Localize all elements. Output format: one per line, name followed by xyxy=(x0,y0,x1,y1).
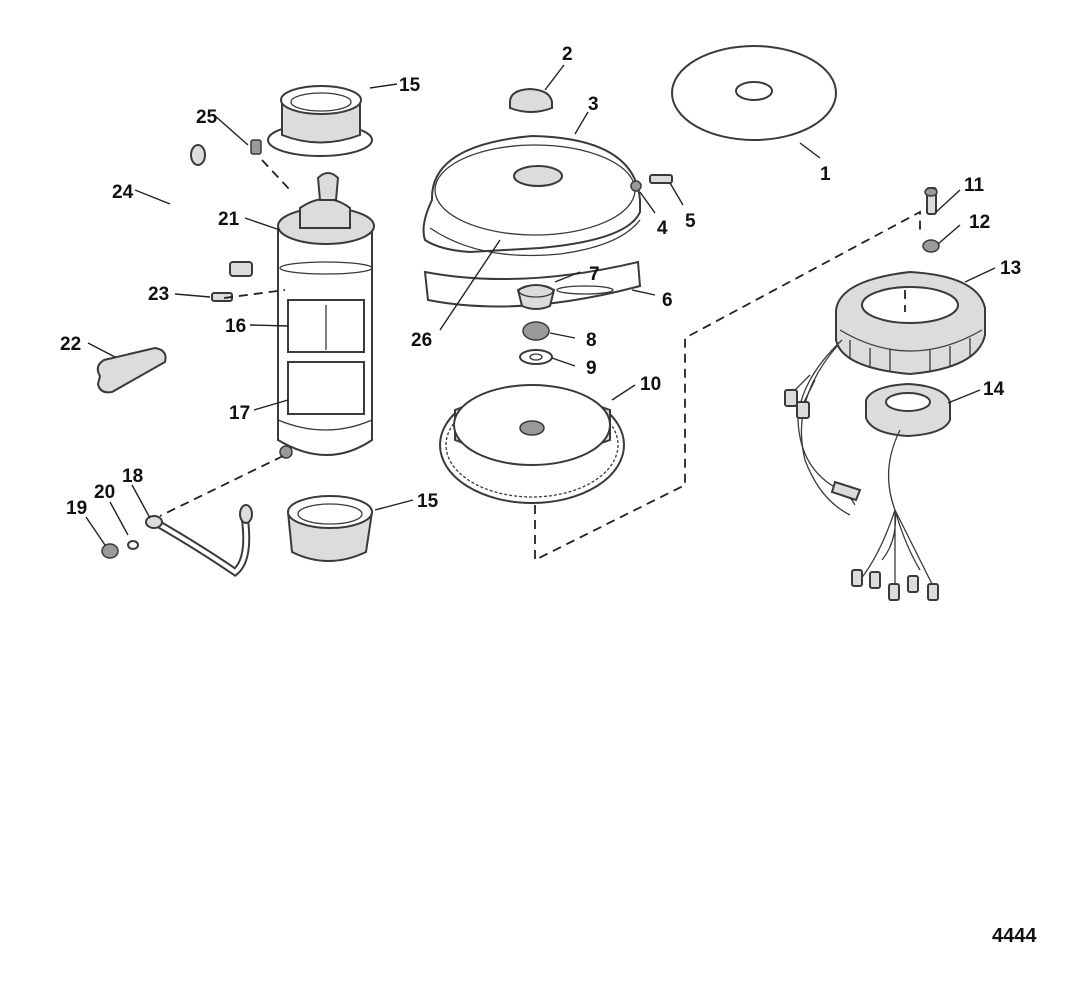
callout-12: 12 xyxy=(969,212,990,233)
part-15-end-cap-bottom xyxy=(286,495,374,562)
part-16-label xyxy=(287,299,365,353)
callout-5: 5 xyxy=(685,211,696,232)
assembly-lines xyxy=(159,159,921,562)
callout-1: 1 xyxy=(820,164,831,185)
part-9-washer xyxy=(519,349,553,365)
callout-15-top: 15 xyxy=(399,75,421,96)
part-11-bolt xyxy=(924,187,938,215)
part-24-cable xyxy=(182,144,253,277)
callout-11: 11 xyxy=(964,175,985,196)
callout-20: 20 xyxy=(94,482,115,503)
callout-10: 10 xyxy=(640,374,661,395)
callout-16: 16 xyxy=(225,316,246,337)
callout-9: 9 xyxy=(586,358,597,379)
callout-22: 22 xyxy=(60,334,81,355)
part-4-washer xyxy=(630,180,642,192)
callout-24: 24 xyxy=(112,182,134,203)
callout-25: 25 xyxy=(196,107,218,128)
part-20-washer xyxy=(127,540,139,550)
part-1-disc xyxy=(671,45,837,141)
part-8-nut xyxy=(522,321,550,341)
callout-7: 7 xyxy=(589,264,600,285)
part-3-flywheel-cover xyxy=(422,134,641,257)
part-13-stator xyxy=(835,270,986,376)
part-14-trigger xyxy=(865,382,951,438)
part-12-nut xyxy=(922,239,940,253)
figure-number: 4444 xyxy=(992,925,1037,947)
part-18-cable xyxy=(145,504,253,577)
part-2-cap xyxy=(509,87,553,113)
part-17-label xyxy=(287,361,365,415)
part-22-boot xyxy=(96,346,167,394)
callout-6: 6 xyxy=(662,290,673,311)
part-25-fitting xyxy=(250,139,262,155)
callout-26: 26 xyxy=(411,330,432,351)
part-5-screw xyxy=(649,174,673,184)
callout-19: 19 xyxy=(66,498,87,519)
leader-lines xyxy=(85,64,996,546)
part-10-flywheel xyxy=(439,384,625,504)
callout-23: 23 xyxy=(148,284,169,305)
callout-8: 8 xyxy=(586,330,597,351)
callout-18: 18 xyxy=(122,466,143,487)
part-19-nut xyxy=(101,543,119,559)
part-15-end-cap-top xyxy=(267,85,373,157)
part-7-bushing xyxy=(516,284,556,310)
callout-14: 14 xyxy=(983,379,1005,400)
callout-4: 4 xyxy=(657,218,668,239)
callout-13: 13 xyxy=(1000,258,1021,279)
callout-15-bottom: 15 xyxy=(417,491,439,512)
callout-labels: 1 2 3 4 5 6 7 8 9 10 11 12 13 14 15 15 1… xyxy=(60,44,1021,519)
callout-3: 3 xyxy=(588,94,599,115)
callout-21: 21 xyxy=(218,209,240,230)
callout-2: 2 xyxy=(562,44,573,65)
callout-17: 17 xyxy=(229,403,250,424)
wiring-harness xyxy=(784,339,939,601)
